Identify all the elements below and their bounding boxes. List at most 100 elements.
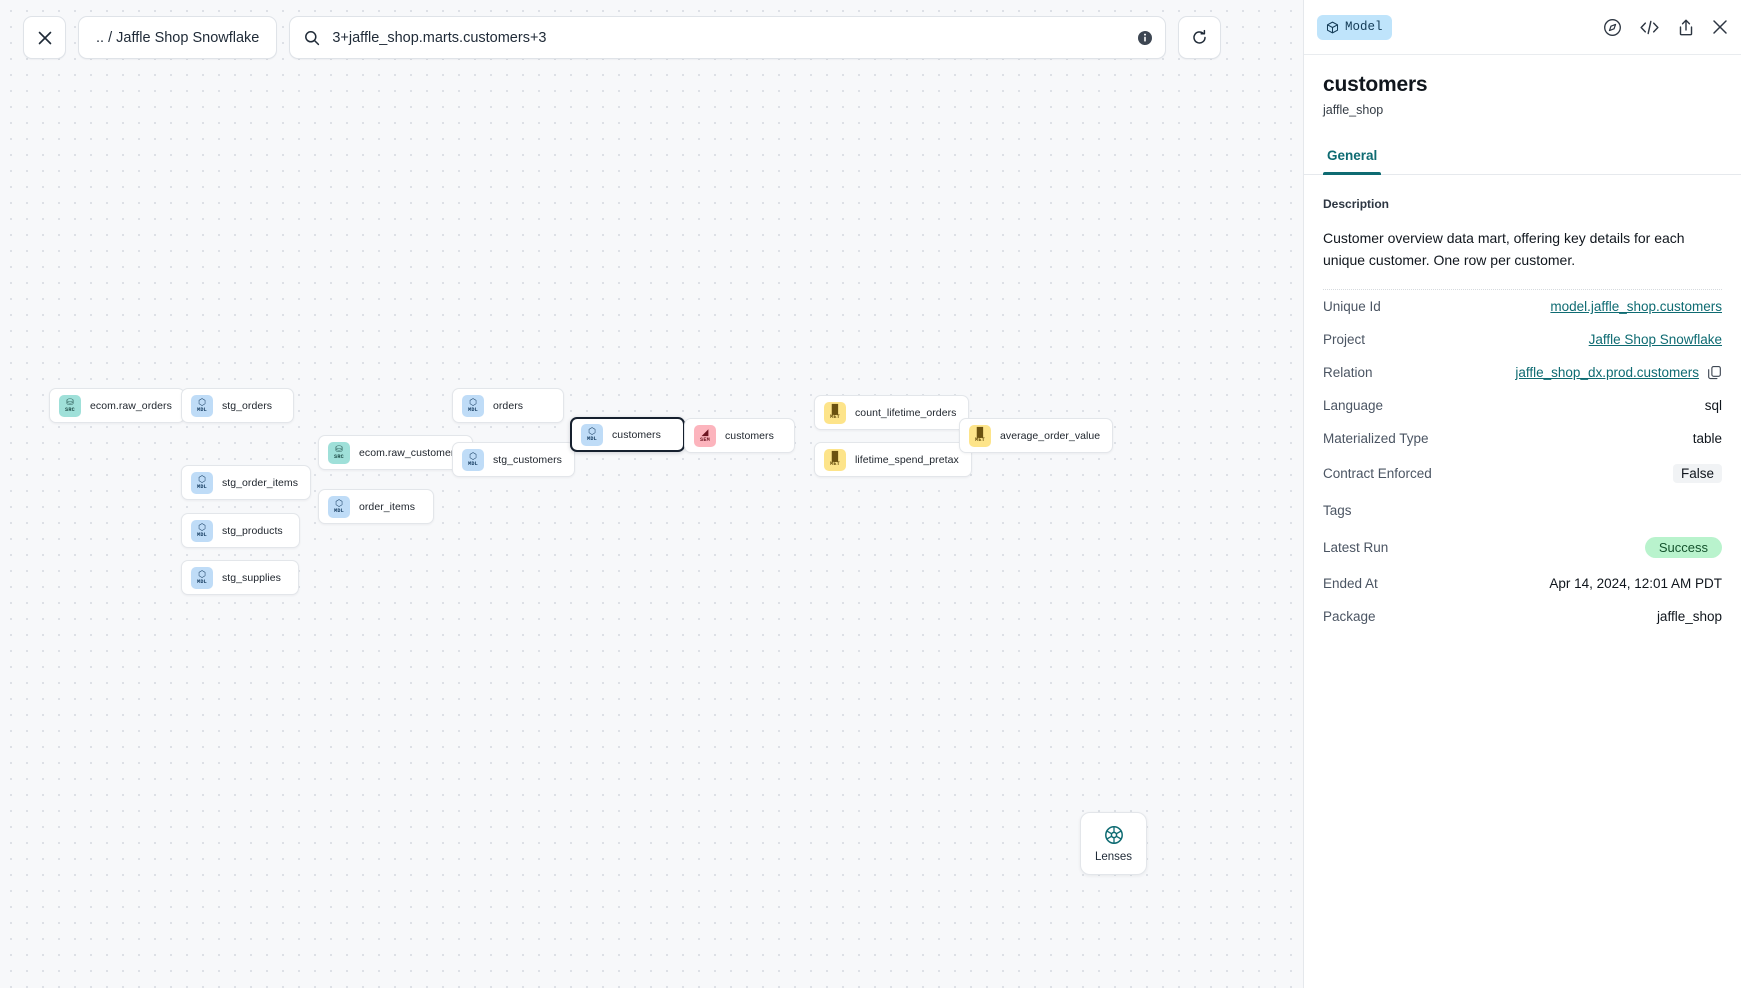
panel-tabs: General [1304, 142, 1741, 175]
mdl-badge-icon: ⬡MDL [191, 519, 213, 542]
description-label: Description [1323, 197, 1390, 211]
refresh-icon [1193, 29, 1207, 44]
lineage-node-label: ecom.raw_orders [90, 399, 172, 412]
lineage-node-count_lifetime_orders[interactable]: █MET count_lifetime_orders [814, 395, 970, 430]
detail-row-value: jaffle_shop_dx.prod.customers [1515, 365, 1722, 380]
lineage-node-stg_supplies[interactable]: ⬡MDL stg_supplies [181, 560, 299, 595]
lineage-node-label: stg_supplies [222, 571, 281, 584]
detail-row: Contract Enforced False [1323, 455, 1722, 492]
mdl-badge-icon: ⬡MDL [191, 394, 213, 417]
panel-header: Model [1304, 0, 1741, 55]
mdl-badge-icon: ⬡MDL [462, 394, 484, 417]
detail-row-key: Project [1323, 332, 1366, 347]
node-type-label: Model [1345, 20, 1383, 34]
detail-row-key: Ended At [1323, 576, 1378, 591]
lenses-button[interactable]: Lenses [1080, 812, 1147, 875]
lineage-node-label: customers [612, 428, 661, 441]
detail-row: Latest Run Success [1323, 528, 1722, 567]
lineage-node-customers_model[interactable]: ⬡MDL customers [570, 417, 685, 452]
close-lineage-button[interactable] [23, 16, 66, 59]
lineage-node-stg_customers[interactable]: ⬡MDL stg_customers [452, 442, 575, 477]
lenses-icon [1104, 826, 1123, 844]
status-badge: Success [1644, 537, 1722, 558]
detail-row: Ended At Apr 14, 2024, 12:01 AM PDT [1323, 567, 1722, 600]
lineage-node-order_items[interactable]: ⬡MDL order_items [318, 489, 434, 524]
search-input[interactable] [332, 29, 1130, 46]
detail-row-value: False [1672, 464, 1722, 483]
detail-row-key: Contract Enforced [1323, 466, 1432, 481]
lineage-node-label: count_lifetime_orders [855, 406, 957, 419]
sem-badge-icon: ◢SEM [694, 424, 716, 447]
details-panel: Model [1303, 0, 1741, 988]
mdl-badge-icon: ⬡MDL [581, 423, 603, 446]
tab-general[interactable]: General [1323, 142, 1382, 175]
mdl-badge-icon: ⬡MDL [191, 566, 213, 589]
lineage-node-ecom_raw_orders[interactable]: ⛁SRC ecom.raw_orders [49, 388, 185, 423]
mdl-badge-icon: ⬡MDL [462, 448, 484, 471]
met-badge-icon: █MET [824, 401, 846, 424]
panel-subtitle: jaffle_shop [1323, 103, 1384, 117]
detail-row-value[interactable]: Jaffle Shop Snowflake [1588, 332, 1722, 347]
met-badge-icon: █MET [969, 424, 991, 447]
lineage-node-label: stg_order_items [222, 476, 299, 489]
lineage-node-orders[interactable]: ⬡MDL orders [452, 388, 564, 423]
detail-row-value[interactable]: model.jaffle_shop.customers [1550, 299, 1722, 314]
info-icon[interactable] [1137, 30, 1153, 46]
node-type-chip[interactable]: Model [1317, 14, 1392, 40]
lineage-node-label: orders [493, 399, 524, 412]
lineage-node-label: customers [725, 429, 774, 442]
detail-row-value: sql [1704, 398, 1722, 413]
lineage-node-label: stg_orders [222, 399, 273, 412]
src-badge-icon: ⛁SRC [59, 394, 81, 417]
mdl-badge-icon: ⬡MDL [191, 471, 213, 494]
canvas-toolbar: .. / Jaffle Shop Snowflake [23, 16, 1222, 59]
panel-title-block: customers jaffle_shop [1304, 55, 1741, 117]
panel-actions [1603, 18, 1728, 37]
lenses-label: Lenses [1094, 851, 1133, 863]
detail-row-key: Language [1323, 398, 1384, 413]
lineage-node-label: order_items [359, 500, 415, 513]
detail-row: Tags [1323, 492, 1722, 528]
lineage-node-label: average_order_value [1000, 429, 1101, 442]
detail-row: Project Jaffle Shop Snowflake [1323, 323, 1722, 356]
detail-row-key: Unique Id [1323, 299, 1381, 314]
explore-icon[interactable] [1603, 18, 1622, 37]
close-panel-icon[interactable] [1712, 19, 1728, 35]
detail-row-key: Latest Run [1323, 540, 1389, 555]
lineage-node-stg_products[interactable]: ⬡MDL stg_products [181, 513, 300, 548]
code-icon[interactable] [1639, 18, 1660, 37]
share-icon[interactable] [1677, 18, 1695, 37]
search-icon [304, 30, 320, 46]
cube-icon [1326, 21, 1339, 33]
breadcrumb-label: .. / Jaffle Shop Snowflake [96, 29, 260, 46]
lineage-node-label: stg_products [222, 524, 283, 537]
detail-row-value: Apr 14, 2024, 12:01 AM PDT [1549, 576, 1722, 591]
relation-link[interactable]: jaffle_shop_dx.prod.customers [1515, 365, 1699, 380]
close-icon [38, 31, 51, 44]
copy-icon[interactable] [1707, 365, 1722, 380]
detail-row-key: Tags [1323, 502, 1352, 518]
detail-row: Unique Id model.jaffle_shop.customers [1323, 290, 1722, 323]
description-text: Customer overview data mart, offering ke… [1323, 227, 1722, 290]
lineage-node-label: stg_customers [493, 453, 562, 466]
refresh-button[interactable] [1178, 16, 1222, 59]
detail-row: Relation jaffle_shop_dx.prod.customers [1323, 356, 1722, 389]
lineage-node-lifetime_spend_pretax[interactable]: █MET lifetime_spend_pretax [814, 442, 972, 477]
detail-row-value: table [1692, 431, 1722, 446]
mdl-badge-icon: ⬡MDL [328, 495, 350, 518]
lineage-node-customers_semantic[interactable]: ◢SEM customers [684, 418, 795, 453]
detail-row: Language sql [1323, 389, 1722, 422]
lineage-search[interactable] [289, 16, 1167, 59]
met-badge-icon: █MET [824, 448, 846, 471]
lineage-node-label: lifetime_spend_pretax [855, 453, 959, 466]
breadcrumb[interactable]: .. / Jaffle Shop Snowflake [78, 16, 278, 59]
lineage-canvas[interactable]: .. / Jaffle Shop Snowflake [0, 0, 1303, 988]
detail-row-key: Relation [1323, 365, 1373, 380]
lineage-node-average_order_value[interactable]: █MET average_order_value [959, 418, 1114, 453]
lineage-node-stg_orders[interactable]: ⬡MDL stg_orders [181, 388, 294, 423]
lineage-node-stg_order_items[interactable]: ⬡MDL stg_order_items [181, 465, 312, 500]
